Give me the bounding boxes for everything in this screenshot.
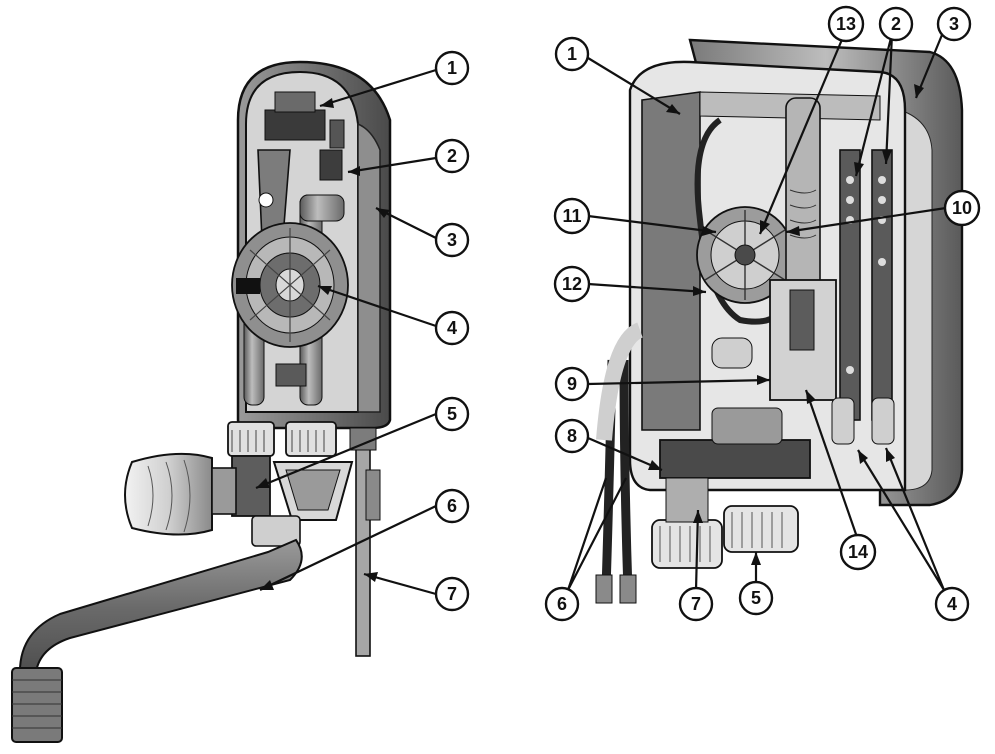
- left-aerator: [11, 667, 63, 743]
- svg-text:4: 4: [947, 594, 957, 614]
- svg-text:2: 2: [447, 146, 457, 166]
- svg-text:4: 4: [447, 318, 457, 338]
- callout-right-3: 3: [936, 6, 972, 42]
- svg-text:5: 5: [447, 404, 457, 424]
- callout-right-12: 12: [553, 265, 591, 303]
- svg-text:9: 9: [567, 374, 577, 394]
- callout-left-3: 3: [434, 222, 470, 258]
- callout-left-1: 1: [434, 50, 470, 86]
- left-heating-element: [231, 222, 349, 348]
- callouts: 1 2 3 4 5 6 7 1 13 2 3 11 10 12 9 8 6 7 …: [255, 5, 981, 622]
- svg-text:1: 1: [447, 58, 457, 78]
- right-heating-coil: [696, 206, 794, 304]
- callout-left-7: 7: [434, 576, 470, 612]
- callout-left-5: 5: [434, 396, 470, 432]
- right-heater-illustration: [595, 38, 964, 604]
- left-side-band: [357, 122, 381, 413]
- callout-right-6: 6: [544, 586, 580, 622]
- left-knob: [124, 452, 213, 536]
- left-spout: [18, 538, 303, 678]
- svg-text:10: 10: [952, 198, 972, 218]
- left-fitting-2: [285, 421, 337, 457]
- right-terminal-strip-1: [839, 149, 861, 421]
- svg-text:8: 8: [567, 426, 577, 446]
- right-nut-5: [723, 505, 799, 553]
- right-terminal-strip-2: [871, 149, 893, 421]
- svg-text:6: 6: [447, 496, 457, 516]
- svg-text:7: 7: [447, 584, 457, 604]
- svg-text:5: 5: [751, 588, 761, 608]
- callout-right-9: 9: [554, 366, 590, 402]
- callout-right-1: 1: [554, 36, 590, 72]
- svg-text:7: 7: [691, 594, 701, 614]
- svg-text:3: 3: [447, 230, 457, 250]
- callout-right-14: 14: [839, 533, 877, 571]
- svg-text:13: 13: [836, 14, 856, 34]
- callout-right-4: 4: [934, 586, 970, 622]
- right-nut-7: [651, 519, 723, 569]
- svg-text:6: 6: [557, 594, 567, 614]
- callout-right-2: 2: [878, 6, 914, 42]
- svg-text:3: 3: [949, 14, 959, 34]
- callout-right-10: 10: [943, 189, 981, 227]
- callout-left-2: 2: [434, 138, 470, 174]
- svg-text:14: 14: [848, 542, 868, 562]
- callout-right-5: 5: [738, 580, 774, 616]
- svg-text:12: 12: [562, 274, 582, 294]
- svg-text:2: 2: [891, 14, 901, 34]
- callout-left-4: 4: [434, 310, 470, 346]
- callout-right-11: 11: [553, 197, 591, 235]
- right-manifold: [659, 439, 811, 479]
- callout-right-8: 8: [554, 418, 590, 454]
- svg-text:1: 1: [567, 44, 577, 64]
- left-heater-illustration: [11, 60, 392, 743]
- callout-right-13: 13: [827, 5, 865, 43]
- left-fitting-1: [227, 421, 275, 457]
- callout-left-6: 6: [434, 488, 470, 524]
- svg-text:11: 11: [562, 206, 581, 226]
- callout-right-7: 7: [678, 586, 714, 622]
- left-switch-block: [264, 109, 326, 141]
